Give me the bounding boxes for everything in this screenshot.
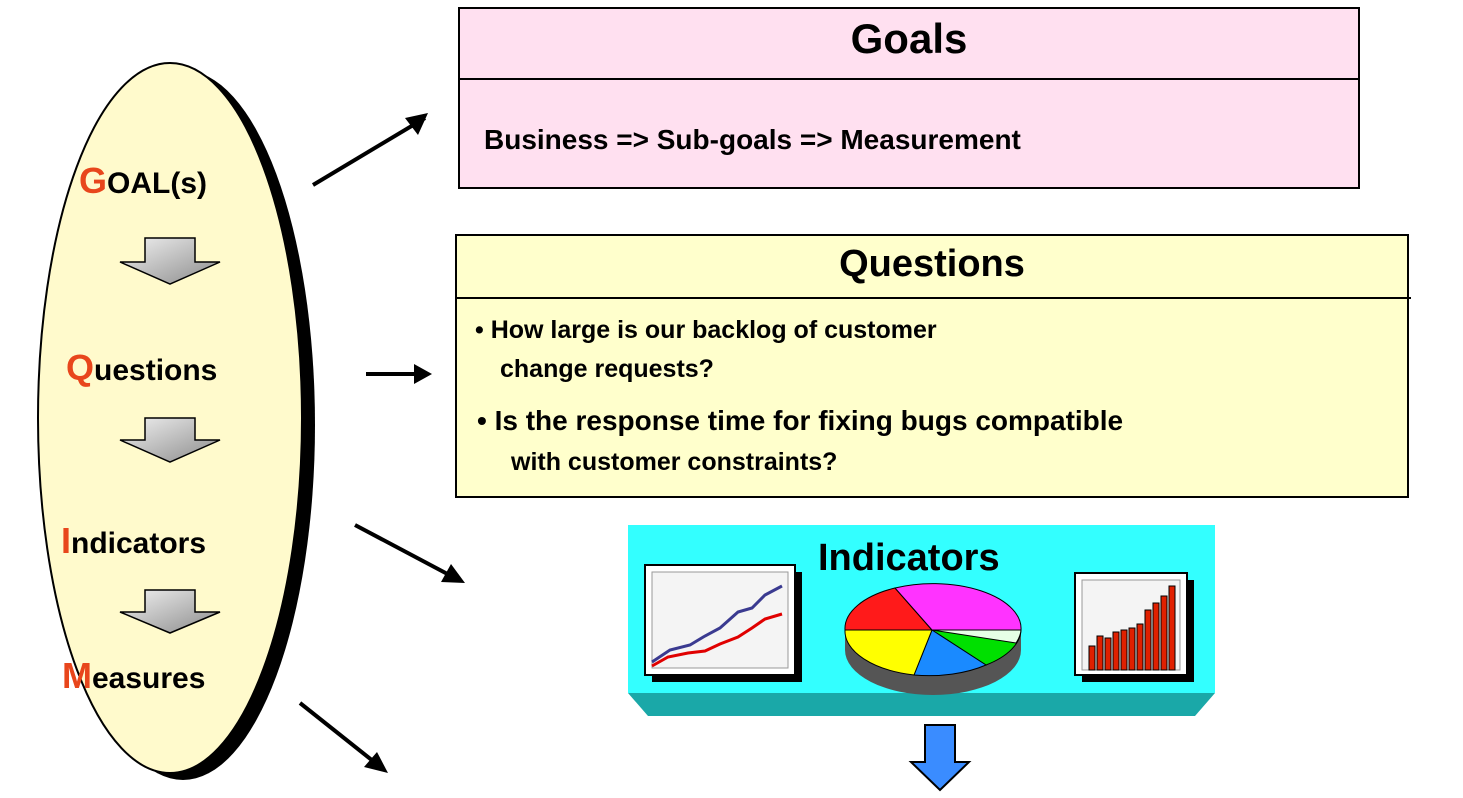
initial-letter: Q: [66, 347, 95, 388]
arrow-to-indicators: [354, 523, 456, 580]
initial-letter: I: [61, 520, 72, 561]
ellipse-item-questions: Questions: [66, 347, 217, 389]
ellipse-item-indicators: Indicators: [61, 520, 206, 562]
goals-divider: [460, 78, 1358, 80]
pie-chart-icon: [844, 583, 1022, 695]
item-rest: ndicators: [71, 527, 207, 560]
question-bullet-1-line-2: change requests?: [500, 355, 714, 383]
bar-chart-icon: [1074, 572, 1194, 682]
ellipse-item-measures: Measures: [62, 655, 205, 697]
goals-box: Goals Business => Sub-goals => Measureme…: [458, 7, 1360, 189]
ellipse-item-goals: GOAL(s): [79, 160, 207, 202]
indicators-title: Indicators: [818, 537, 1000, 579]
goals-text: Business => Sub-goals => Measurement: [484, 124, 1021, 155]
initial-letter: G: [79, 160, 108, 201]
goals-title: Goals: [850, 15, 968, 62]
questions-title: Questions: [839, 243, 1025, 285]
down-arrow-icon: [119, 417, 221, 463]
down-arrow-icon: [119, 237, 221, 285]
questions-box: Questions • How large is our backlog of …: [455, 234, 1411, 498]
down-arrow-icon: [119, 589, 221, 634]
line-chart-icon: [644, 564, 802, 682]
question-bullet-1-line-1: • How large is our backlog of customer: [475, 316, 937, 344]
arrow-to-measures: [298, 701, 380, 767]
item-rest: uestions: [94, 354, 218, 387]
blue-down-arrow-icon: [908, 724, 972, 792]
arrow-to-goals: [311, 116, 427, 187]
question-bullet-2-line-2: with customer constraints?: [511, 448, 838, 476]
initial-letter: M: [62, 655, 92, 696]
question-bullet-2-line-1: • Is the response time for fixing bugs c…: [477, 405, 1124, 436]
questions-divider: [457, 297, 1411, 299]
item-rest: easures: [92, 662, 206, 695]
item-rest: OAL(s): [107, 167, 208, 200]
